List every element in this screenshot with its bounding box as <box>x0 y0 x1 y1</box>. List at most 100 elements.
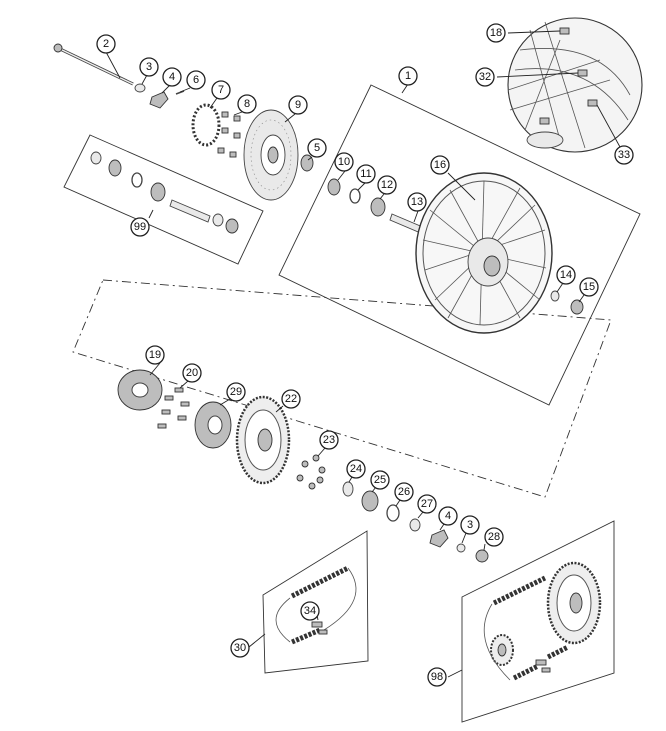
rear-sprocket-icon <box>235 395 291 485</box>
callout-22: 22 <box>281 389 301 409</box>
callout-15: 15 <box>579 277 599 297</box>
callout-3-right: 3 <box>460 515 480 535</box>
callout-29-label: 29 <box>230 386 242 398</box>
sensor-ring-icon <box>191 103 221 147</box>
callout-98-label: 98 <box>431 671 443 683</box>
callout-32: 32 <box>475 67 495 87</box>
callout-1: 1 <box>398 66 418 86</box>
callout-27: 27 <box>417 494 437 514</box>
callout-23: 23 <box>319 430 339 450</box>
callout-22-label: 22 <box>285 393 297 405</box>
callout-25: 25 <box>370 470 390 490</box>
callout-27-label: 27 <box>421 498 433 510</box>
callout-20: 20 <box>182 363 202 383</box>
circlip-icon <box>349 188 361 204</box>
callout-8: 8 <box>237 94 257 114</box>
callout-15-label: 15 <box>583 281 595 293</box>
rubber-damper-icon <box>117 369 163 411</box>
sprocket-studs-icon <box>157 387 190 429</box>
drive-chain-icon <box>275 565 357 645</box>
callout-13: 13 <box>407 192 427 212</box>
wheel-spacer-icon <box>550 290 560 302</box>
callout-10: 10 <box>334 152 354 172</box>
sprocket-nuts-icon <box>296 454 326 490</box>
callout-9-label: 9 <box>295 99 301 111</box>
spoke-nipple-detail-icon <box>507 17 643 153</box>
callout-28-label: 28 <box>488 531 500 543</box>
bearing-icon <box>370 197 386 217</box>
callout-5: 5 <box>307 138 327 158</box>
callout-99: 99 <box>130 217 150 237</box>
axle-icon <box>53 43 134 86</box>
callout-4-left-label: 4 <box>169 71 175 83</box>
callout-26-label: 26 <box>398 486 410 498</box>
chain-adjuster-icon <box>149 91 169 109</box>
callout-30-label: 30 <box>234 642 246 654</box>
chain-and-sprockets-kit-icon <box>483 561 602 681</box>
callout-29: 29 <box>226 382 246 402</box>
callout-28: 28 <box>484 527 504 547</box>
washer-icon <box>134 83 146 93</box>
disc-bolts-icon <box>217 111 241 158</box>
callout-19: 19 <box>145 345 165 365</box>
callout-10-label: 10 <box>338 156 350 168</box>
callout-4-right-label: 4 <box>445 510 451 522</box>
callout-24-label: 24 <box>350 463 362 475</box>
callout-14-label: 14 <box>560 269 572 281</box>
callout-4-left: 4 <box>162 67 182 87</box>
brake-disc-icon <box>243 109 299 201</box>
spoked-rear-wheel-icon <box>415 172 553 334</box>
callout-7-label: 7 <box>218 84 224 96</box>
callout-3-left: 3 <box>139 57 159 77</box>
callout-25-label: 25 <box>374 474 386 486</box>
callout-3-right-label: 3 <box>467 519 473 531</box>
callout-24: 24 <box>346 459 366 479</box>
pin-icon <box>175 90 185 95</box>
callout-4-right: 4 <box>438 506 458 526</box>
callout-3-left-label: 3 <box>146 61 152 73</box>
callout-30: 30 <box>230 638 250 658</box>
carrier-circlip-icon <box>386 504 400 522</box>
callout-20-label: 20 <box>186 367 198 379</box>
callout-8-label: 8 <box>244 98 250 110</box>
callout-26: 26 <box>394 482 414 502</box>
callout-2-label: 2 <box>103 38 109 50</box>
callout-11-label: 11 <box>360 168 371 180</box>
callout-33: 33 <box>614 145 634 165</box>
callout-1-label: 1 <box>405 70 411 82</box>
callout-9: 9 <box>288 95 308 115</box>
axle-nut-icon <box>475 549 489 563</box>
wheel-bearing-icon <box>570 299 584 315</box>
callout-18: 18 <box>486 23 506 43</box>
callout-6: 6 <box>186 70 206 90</box>
chain-adjuster-right-icon <box>429 529 449 548</box>
carrier-spacer-icon <box>342 481 354 497</box>
carrier-seal-icon <box>409 518 421 532</box>
axle-kit-parts-icon <box>90 151 239 234</box>
callout-23-label: 23 <box>323 434 335 446</box>
carrier-bearing-icon <box>361 490 379 512</box>
callout-7: 7 <box>211 80 231 100</box>
callout-12: 12 <box>377 175 397 195</box>
chain-kit-panel <box>262 530 369 674</box>
callout-33-label: 33 <box>618 149 630 161</box>
callout-32-label: 32 <box>479 71 491 83</box>
callout-2: 2 <box>96 34 116 54</box>
sprocket-carrier-group-outline <box>72 279 612 498</box>
seal-icon <box>327 178 341 196</box>
callout-12-label: 12 <box>381 179 393 191</box>
washer-right-icon <box>456 543 466 553</box>
callout-19-label: 19 <box>149 349 161 361</box>
callout-5-label: 5 <box>314 142 320 154</box>
callout-16: 16 <box>430 155 450 175</box>
sprocket-carrier-icon <box>194 401 232 449</box>
callout-16-label: 16 <box>434 159 446 171</box>
callout-34-label: 34 <box>304 605 316 617</box>
callout-14: 14 <box>556 265 576 285</box>
callout-18-label: 18 <box>490 27 502 39</box>
callout-6-label: 6 <box>193 74 199 86</box>
callout-98: 98 <box>427 667 447 687</box>
callout-34: 34 <box>300 601 320 621</box>
